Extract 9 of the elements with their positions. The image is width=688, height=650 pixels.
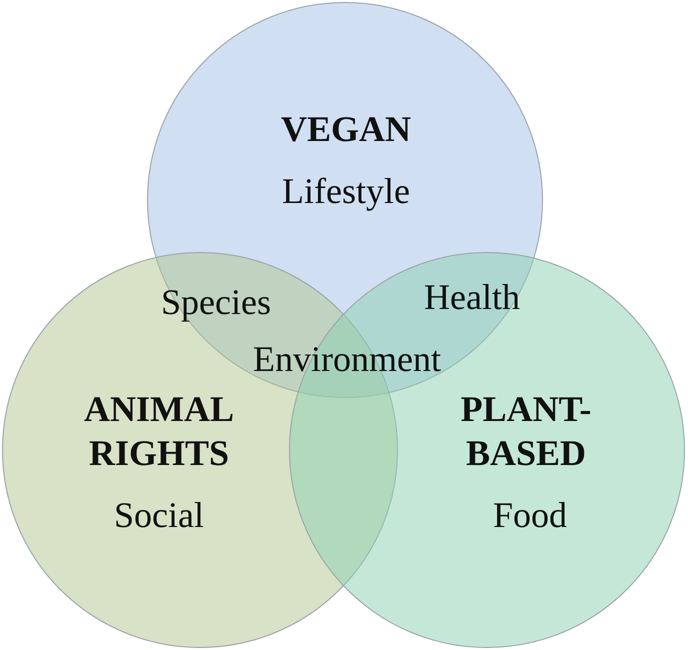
circle-label: Social xyxy=(114,494,204,537)
overlap-label: Environment xyxy=(253,338,441,381)
circle-heading: PLANT-BASED xyxy=(460,388,592,475)
overlap-label: Health xyxy=(424,276,520,319)
overlap-label: Species xyxy=(161,281,271,324)
circle-heading: VEGAN xyxy=(280,108,412,151)
circle-label: Food xyxy=(492,494,568,537)
circle-heading: ANIMAL RIGHTS xyxy=(83,388,235,475)
circle-label: Lifestyle xyxy=(282,170,410,213)
